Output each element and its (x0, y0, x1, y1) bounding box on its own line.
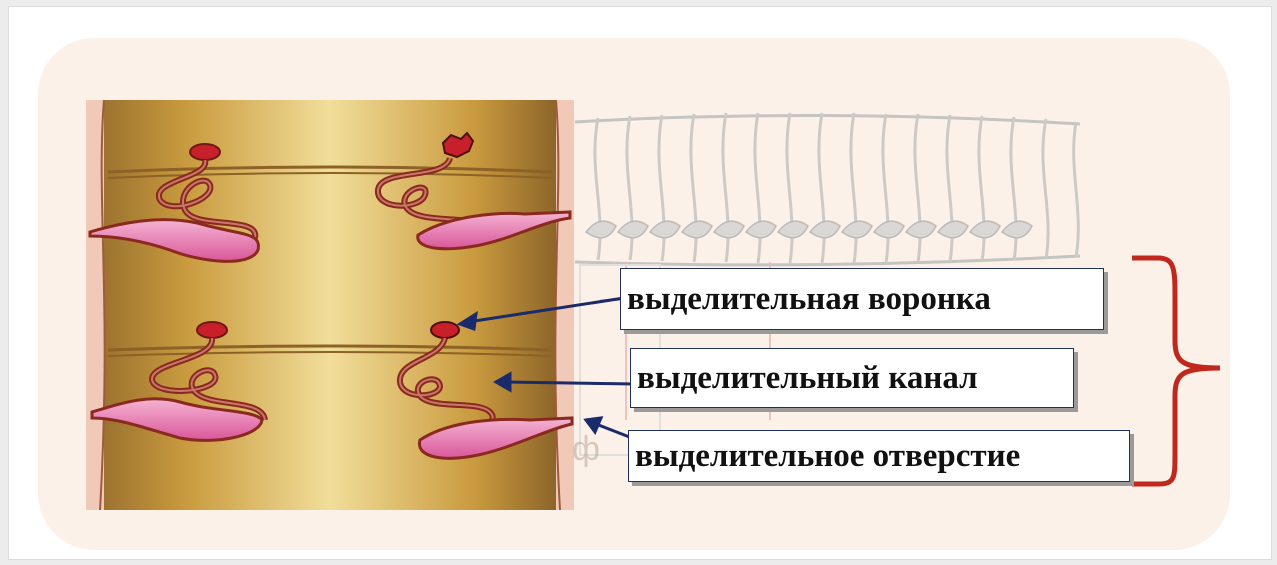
label-excretory-canal: выделительный канал (630, 348, 1074, 408)
arrow-opening (596, 424, 632, 438)
arrow-canal (506, 382, 636, 384)
label-excretory-funnel: выделительная воронка (620, 268, 1104, 330)
label-excretory-opening: выделительное отверстие (628, 430, 1130, 482)
background-text-fragment: ф (572, 430, 600, 469)
nephridium-brace (1132, 258, 1220, 484)
